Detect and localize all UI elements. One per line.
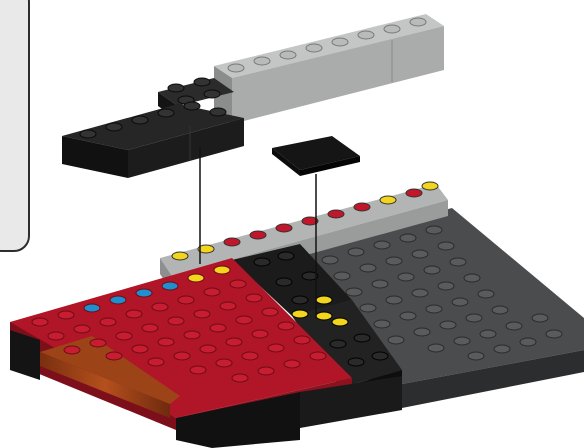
black-tile <box>272 136 360 176</box>
light-gray-brick <box>214 14 444 124</box>
black-brick <box>62 78 244 178</box>
